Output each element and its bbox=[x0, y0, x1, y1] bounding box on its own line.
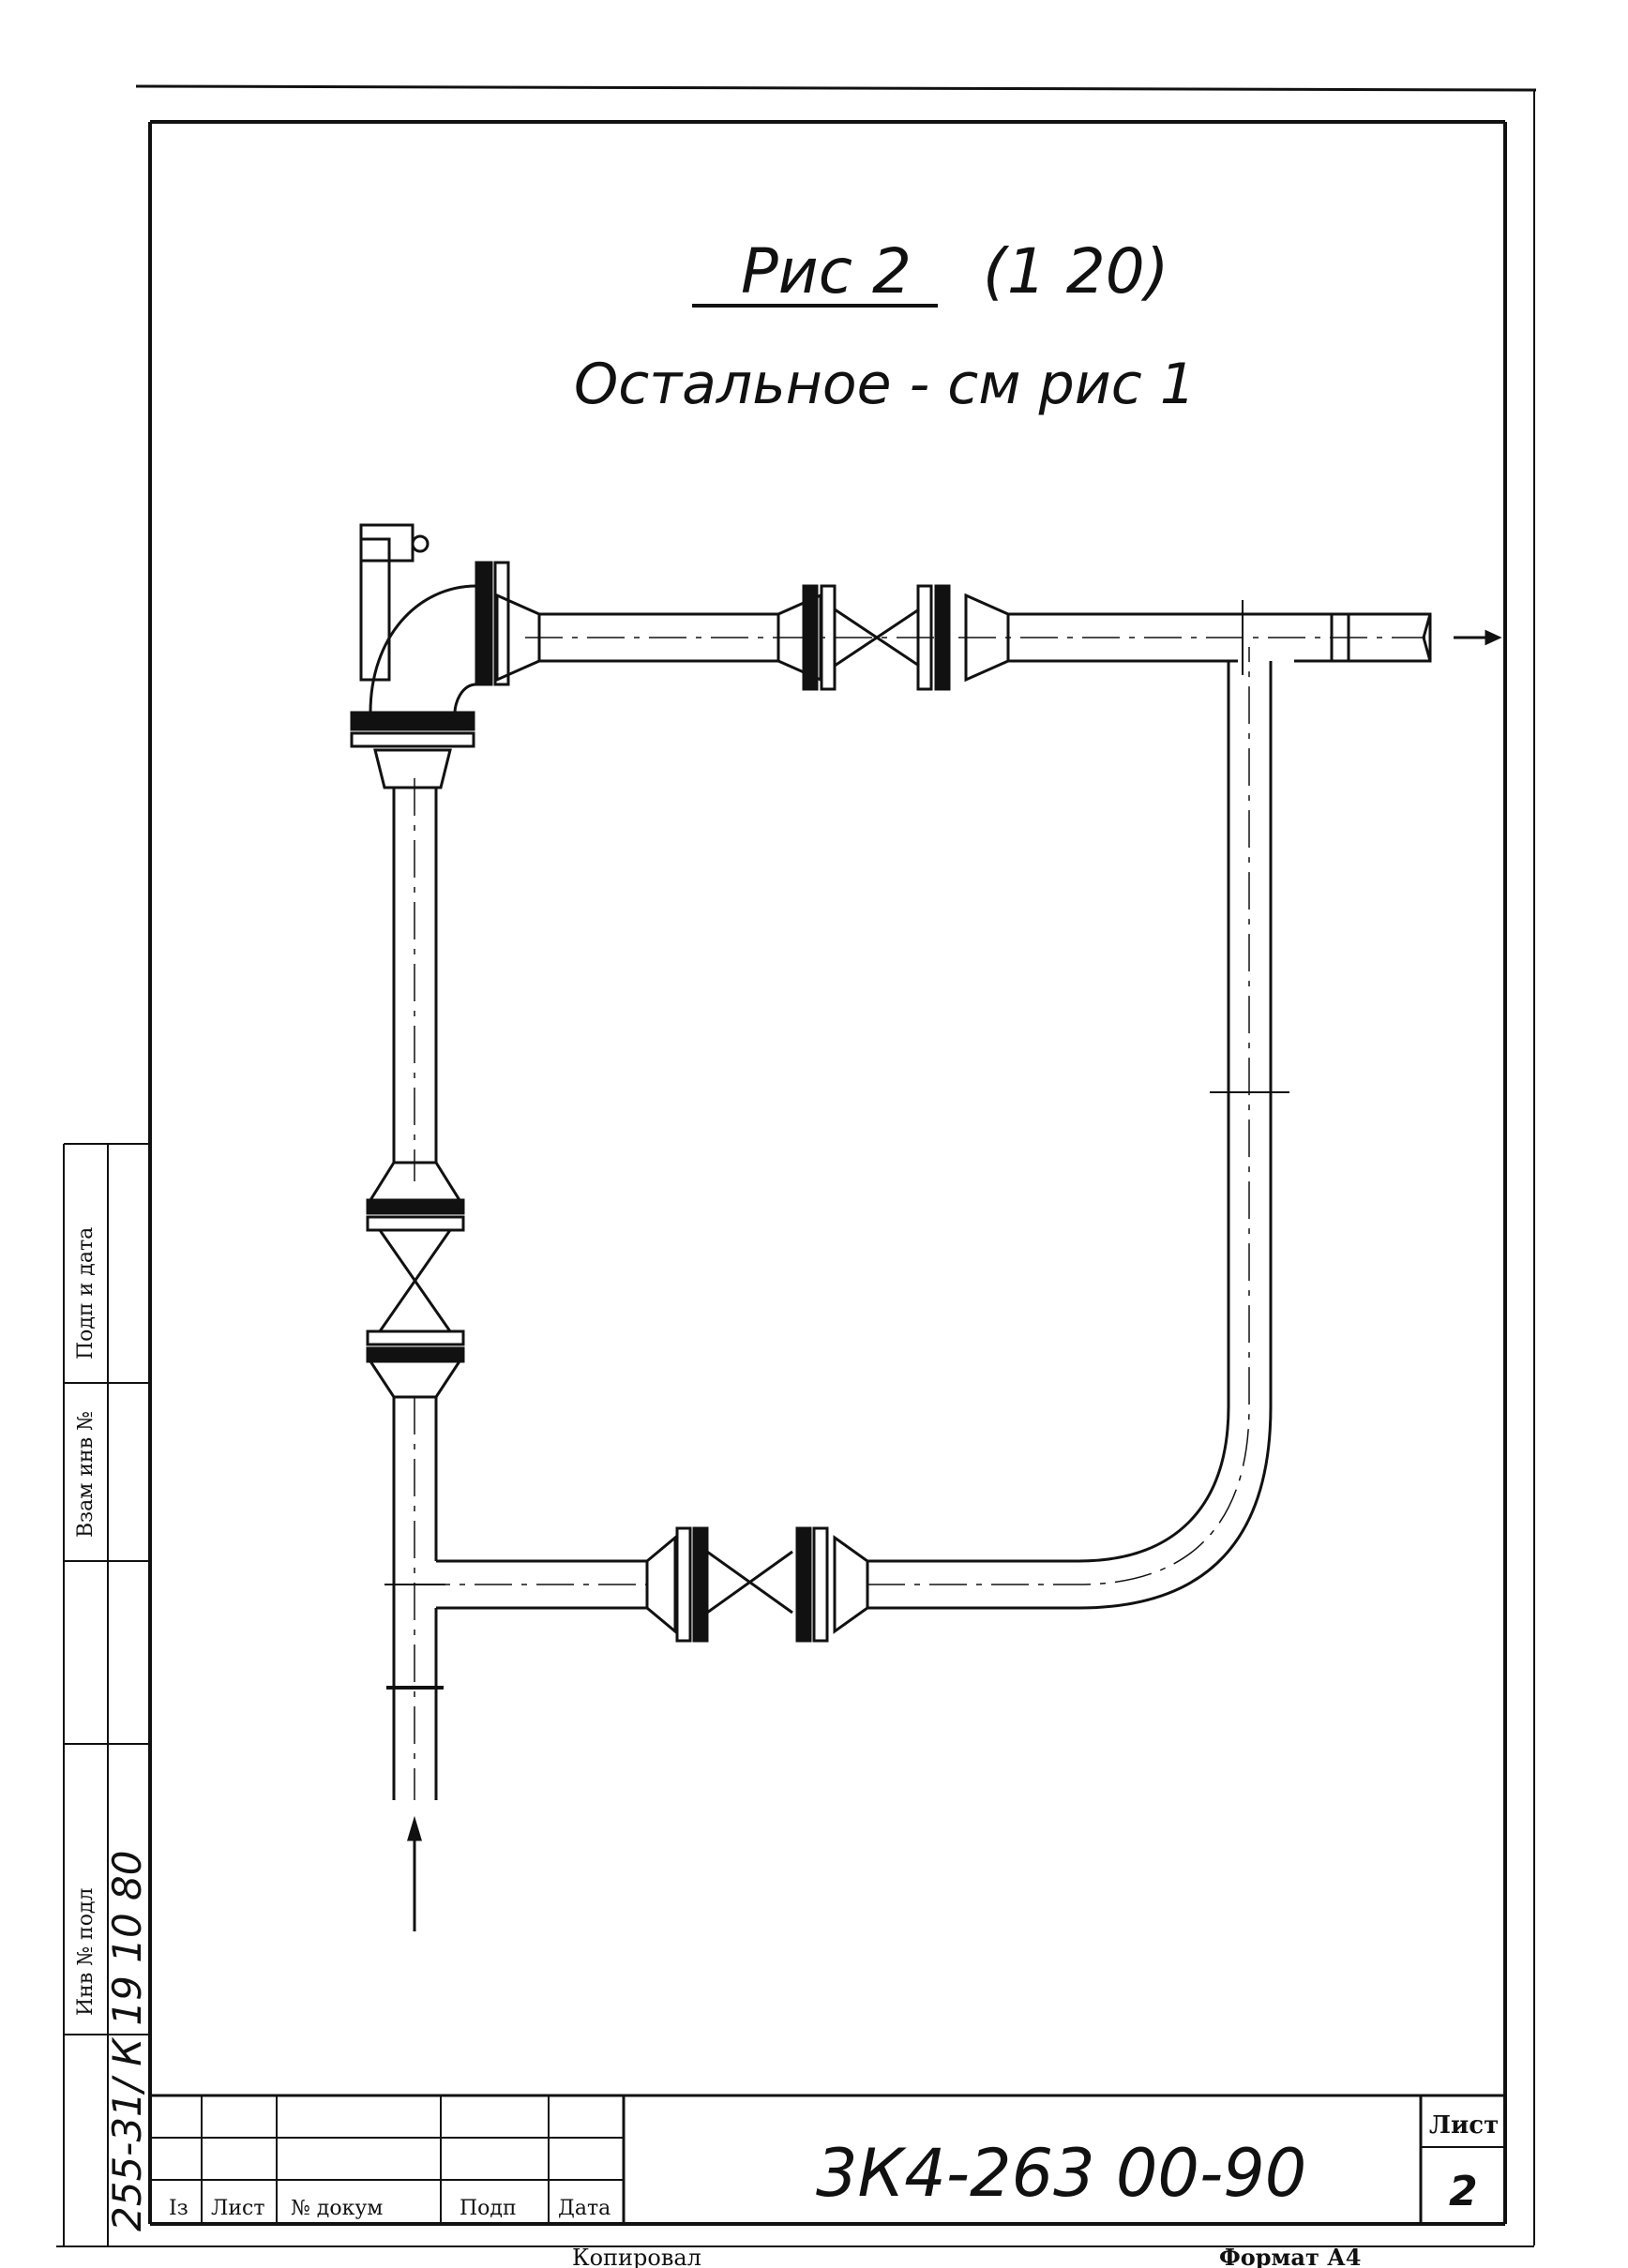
copied-label: Копировал bbox=[572, 2245, 701, 2268]
valve-top bbox=[802, 584, 951, 691]
title-col-date: Дата bbox=[558, 2197, 610, 2220]
side-stamp-label-2: Подп и дата bbox=[74, 1227, 98, 1359]
title-block bbox=[150, 2094, 1505, 2224]
side-stamp-handwritten: 255-31/ К 19 10 80 bbox=[104, 1851, 150, 2231]
gate-valve-symbol bbox=[834, 608, 920, 668]
title-col-docnum: № докум bbox=[291, 2197, 383, 2220]
figure-scale: (1 20) bbox=[983, 235, 1168, 308]
valve-left bbox=[366, 1198, 465, 1399]
side-stamp bbox=[63, 1143, 150, 2246]
valve-bottom bbox=[675, 1526, 829, 1643]
pipe-return-bend bbox=[867, 647, 1289, 1610]
sheet-frame bbox=[56, 84, 1537, 2247]
pipe-left-lower bbox=[384, 1397, 445, 1800]
pipeline-diagram bbox=[350, 523, 1502, 1931]
side-stamp-label-1: Взам инв № bbox=[74, 1411, 98, 1538]
side-stamp-label-3: Инв № подл bbox=[74, 1888, 98, 2016]
title-col-sheet: Лист bbox=[211, 2197, 265, 2220]
figure-label: Рис 2 bbox=[741, 235, 912, 308]
elbow-top-left bbox=[350, 523, 477, 789]
document-designation: 3К4-263 00-90 bbox=[816, 2135, 1306, 2212]
sheet-header: Лист bbox=[1429, 2111, 1499, 2140]
flange-top-left bbox=[475, 561, 510, 686]
figure-subtitle: Остальное - см рис 1 bbox=[574, 352, 1196, 417]
pipe-left-upper bbox=[368, 778, 462, 1202]
format-label: Формат А4 bbox=[1219, 2244, 1361, 2268]
title-col-change: Із bbox=[169, 2197, 188, 2220]
title-col-sign: Подп bbox=[460, 2197, 517, 2220]
drawing-title: Рис 2 (1 20) Остальное - см рис 1 bbox=[574, 235, 1196, 417]
pipe-top bbox=[495, 593, 1432, 683]
flow-arrow-out-icon bbox=[1454, 629, 1502, 646]
flow-arrow-in-icon bbox=[406, 1815, 423, 1931]
sheet-number: 2 bbox=[1449, 2168, 1478, 2215]
